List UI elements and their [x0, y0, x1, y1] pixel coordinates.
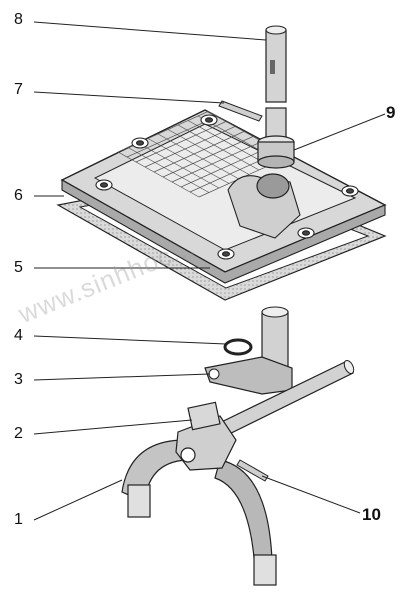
o-ring-part-4 — [223, 338, 253, 356]
callout-8: 8 — [14, 11, 23, 28]
callout-2: 2 — [14, 425, 23, 442]
callout-4: 4 — [14, 327, 23, 344]
leader-line-10 — [261, 475, 361, 514]
leader-line-7 — [33, 91, 225, 104]
shift-fork-part-1 — [121, 401, 277, 586]
callout-1: 1 — [14, 511, 23, 528]
leader-line-8 — [33, 21, 267, 41]
shift-lever-part-8 — [265, 25, 287, 141]
leader-line-4 — [33, 335, 227, 345]
pin-part-7 — [218, 100, 263, 122]
leader-line-9 — [293, 113, 386, 151]
shaft-arm-part-3 — [204, 306, 293, 395]
callout-6: 6 — [14, 187, 23, 204]
callout-9: 9 — [386, 103, 396, 122]
leader-line-3 — [33, 373, 211, 381]
ball-joint-part-9 — [256, 135, 295, 199]
cover-plate-part-6 — [60, 109, 387, 284]
callout-5: 5 — [14, 259, 23, 276]
callout-3: 3 — [14, 371, 23, 388]
callout-10: 10 — [362, 505, 381, 524]
leader-line-1 — [33, 479, 123, 521]
leader-line-2 — [33, 419, 193, 435]
pin-part-10 — [236, 459, 269, 482]
callout-7: 7 — [14, 81, 23, 98]
rail-rod-part-2 — [204, 359, 355, 443]
